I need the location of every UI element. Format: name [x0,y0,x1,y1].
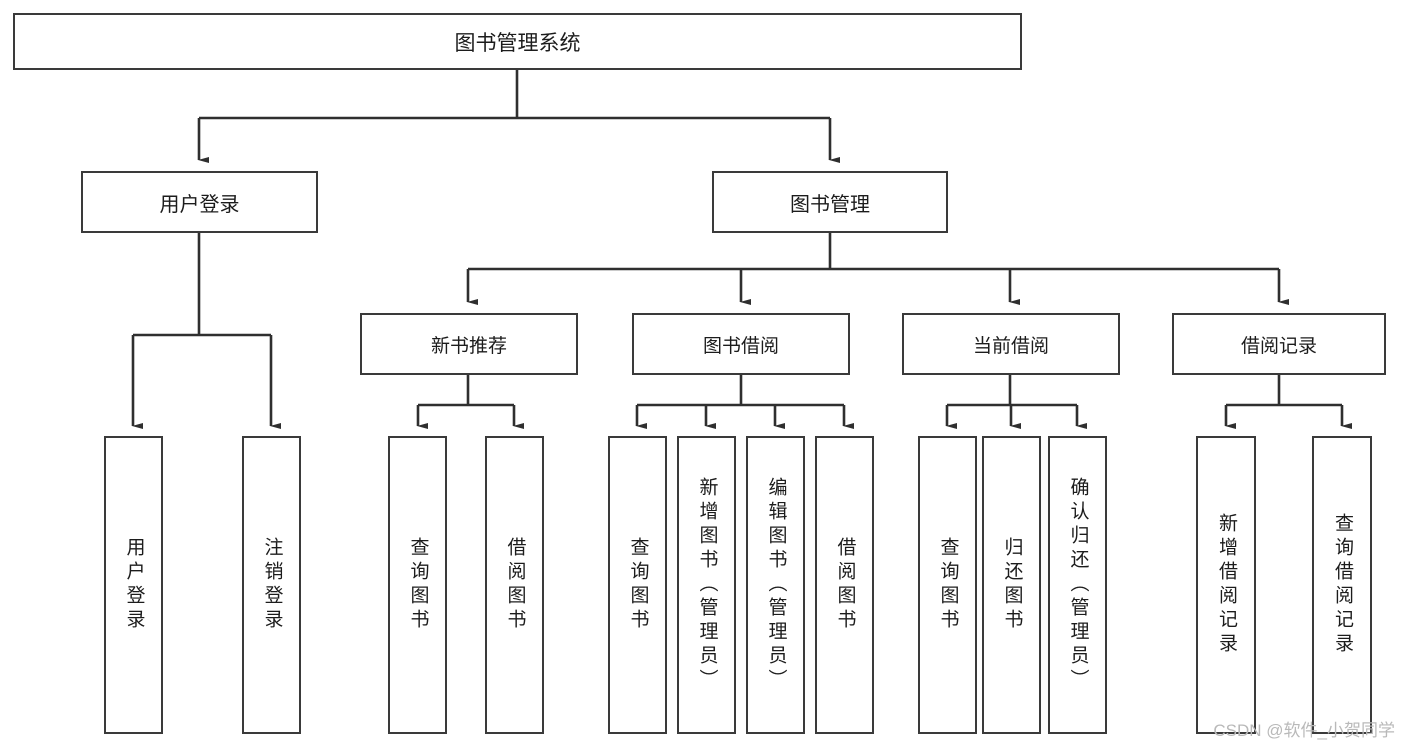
leaf-user-login-login[interactable]: 用户登录 [104,436,163,734]
watermark: CSDN @软件_小贺同学 [1213,721,1395,740]
node-label: 借阅记录 [1240,335,1317,357]
leaf-current-return-book[interactable]: 归还图书 [982,436,1041,734]
node-label: 注销登录 [261,537,283,633]
leaf-user-login-logout[interactable]: 注销登录 [242,436,301,734]
node-label: 用户登录 [159,193,240,216]
leaf-record-query-record[interactable]: 查询借阅记录 [1312,436,1372,734]
leaf-current-confirm-return-admin[interactable]: 确认归还（管理员） [1048,436,1107,734]
node-label: 归还图书 [1001,537,1023,633]
leaf-borrow-edit-book-admin[interactable]: 编辑图书（管理员） [746,436,805,734]
leaf-borrow-borrow-book[interactable]: 借阅图书 [815,436,874,734]
node-label: 新增借阅记录 [1215,513,1237,657]
node-user-login[interactable]: 用户登录 [81,171,318,233]
node-label: 借阅图书 [504,537,526,633]
node-label: 编辑图书（管理员） [765,477,787,693]
node-label: 新增图书（管理员） [696,477,718,693]
node-label: 借阅图书 [834,537,856,633]
node-label: 当前借阅 [972,335,1049,357]
leaf-recommend-query-book[interactable]: 查询图书 [388,436,447,734]
node-root-library-system[interactable]: 图书管理系统 [13,13,1022,70]
node-label: 新书推荐 [430,335,507,357]
leaf-recommend-borrow-book[interactable]: 借阅图书 [485,436,544,734]
node-book-borrow[interactable]: 图书借阅 [632,313,850,375]
leaf-borrow-add-book-admin[interactable]: 新增图书（管理员） [677,436,736,734]
node-current-borrow[interactable]: 当前借阅 [902,313,1120,375]
node-label: 查询图书 [627,537,649,633]
leaf-current-query-book[interactable]: 查询图书 [918,436,977,734]
node-label: 图书管理 [790,193,870,216]
node-book-management[interactable]: 图书管理 [712,171,948,233]
node-label: 查询图书 [407,537,429,633]
node-label: 查询借阅记录 [1331,513,1353,657]
node-borrow-record[interactable]: 借阅记录 [1172,313,1386,375]
node-label: 图书借阅 [702,335,779,357]
leaf-borrow-query-book[interactable]: 查询图书 [608,436,667,734]
node-label: 用户登录 [123,537,145,633]
node-new-book-recommend[interactable]: 新书推荐 [360,313,578,375]
node-label: 确认归还（管理员） [1067,477,1089,693]
node-label: 图书管理系统 [454,31,581,55]
leaf-record-add-record[interactable]: 新增借阅记录 [1196,436,1256,734]
node-label: 查询图书 [937,537,959,633]
